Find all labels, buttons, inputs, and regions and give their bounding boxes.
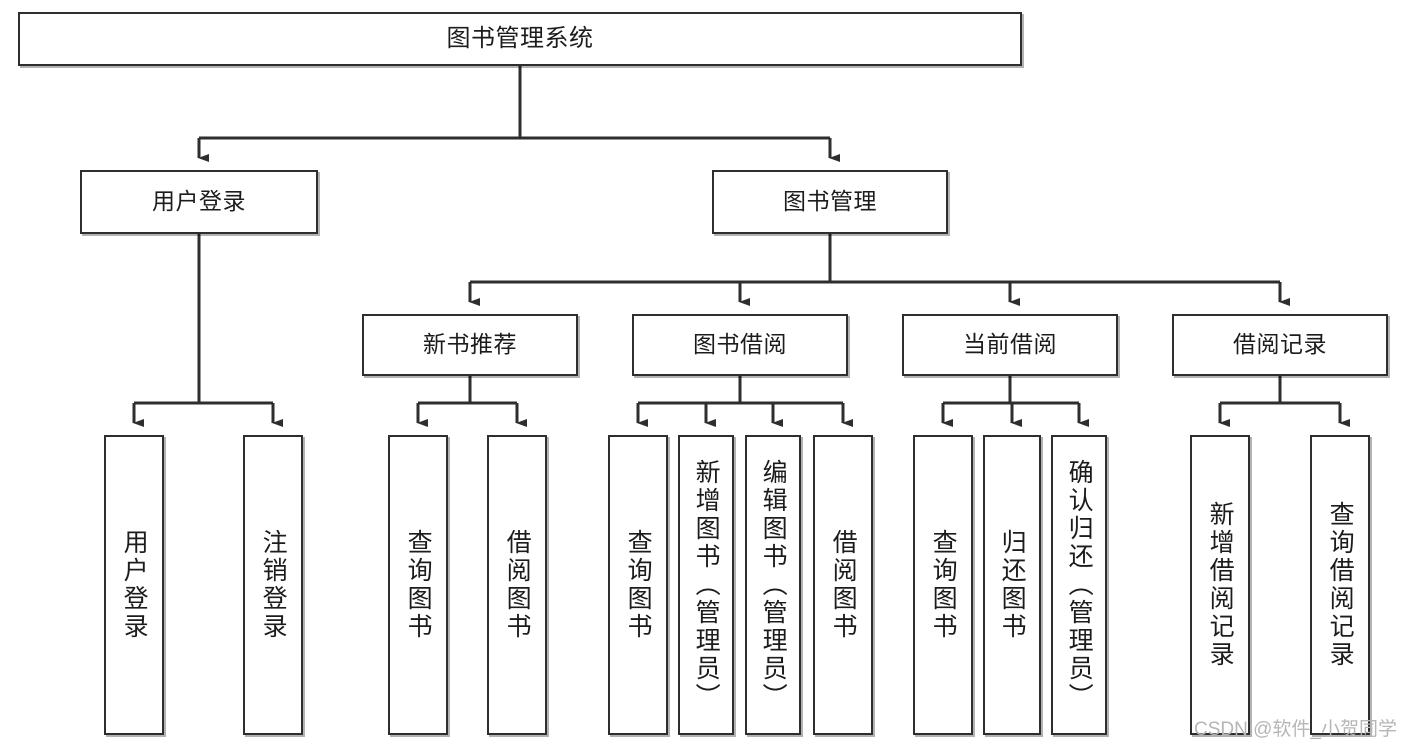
node-label: 新增借阅记录 [1206,501,1235,669]
node-records[interactable]: 借阅记录 [1172,314,1388,376]
node-label: 查询图书 [404,529,433,641]
node-leaf-cur-1[interactable]: 查询图书 [913,435,973,735]
node-bookmgmt[interactable]: 图书管理 [712,170,948,234]
node-login[interactable]: 用户登录 [80,170,318,234]
node-leaf-login-2[interactable]: 注销登录 [243,435,303,735]
node-label: 借阅图书 [503,529,532,641]
node-current[interactable]: 当前借阅 [902,314,1118,376]
node-label: 用户登录 [120,529,149,641]
node-label: 新增图书（管理员） [692,459,721,711]
node-leaf-bor-2[interactable]: 新增图书（管理员） [678,435,734,735]
node-label: 查询图书 [624,529,653,641]
node-label: 图书管理 [783,188,877,215]
node-leaf-rec-1[interactable]: 新增借阅记录 [1190,435,1250,735]
node-leaf-login-1[interactable]: 用户登录 [104,435,164,735]
node-leaf-cur-2[interactable]: 归还图书 [983,435,1041,735]
node-label: 借阅图书 [829,529,858,641]
node-newbook[interactable]: 新书推荐 [362,314,578,376]
node-label: 查询图书 [929,529,958,641]
node-label: 归还图书 [998,529,1027,641]
node-leaf-cur-3[interactable]: 确认归还（管理员） [1051,435,1107,735]
node-label: 图书管理系统 [446,24,594,52]
node-borrow[interactable]: 图书借阅 [632,314,848,376]
node-leaf-bor-1[interactable]: 查询图书 [608,435,668,735]
node-label: 查询借阅记录 [1326,501,1355,669]
node-label: 当前借阅 [963,331,1057,358]
node-leaf-new-1[interactable]: 查询图书 [388,435,448,735]
node-root[interactable]: 图书管理系统 [18,12,1022,66]
node-label: 图书借阅 [693,331,787,358]
watermark: CSDN @软件_小贺同学 [1194,719,1397,740]
node-leaf-rec-2[interactable]: 查询借阅记录 [1310,435,1370,735]
node-label: 用户登录 [152,188,246,215]
node-leaf-new-2[interactable]: 借阅图书 [487,435,547,735]
node-label: 注销登录 [259,529,288,641]
node-label: 新书推荐 [423,331,517,358]
node-leaf-bor-4[interactable]: 借阅图书 [813,435,873,735]
node-label: 编辑图书（管理员） [759,459,788,711]
node-label: 借阅记录 [1233,331,1327,358]
node-label: 确认归还（管理员） [1065,459,1094,711]
node-leaf-bor-3[interactable]: 编辑图书（管理员） [745,435,801,735]
